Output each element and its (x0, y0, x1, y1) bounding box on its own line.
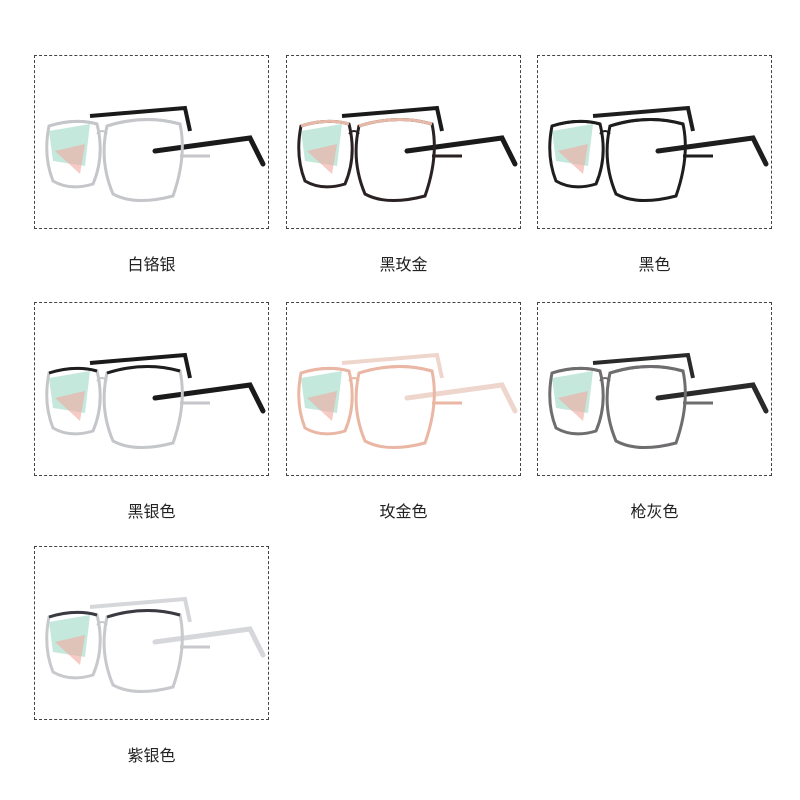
variant-label: 白铬银 (127, 255, 176, 274)
variant-image-frame[interactable] (286, 55, 521, 229)
variant-label: 黑银色 (127, 502, 176, 521)
variant-label: 黑色 (638, 255, 671, 274)
variant-image-frame[interactable] (286, 302, 521, 476)
variant-image-frame[interactable] (34, 302, 269, 476)
variant-option[interactable]: 玫金色 (286, 302, 521, 522)
glasses-image (45, 105, 266, 202)
variant-image-frame[interactable] (537, 302, 772, 476)
glasses-image (45, 596, 266, 693)
variant-label: 枪灰色 (630, 502, 679, 521)
variant-option[interactable]: 紫银色 (34, 546, 269, 766)
variant-image-frame[interactable] (34, 55, 269, 229)
variant-label: 玫金色 (379, 502, 428, 521)
glasses-image (297, 352, 518, 449)
variant-option[interactable]: 黑色 (537, 55, 772, 275)
variant-image-frame[interactable] (537, 55, 772, 229)
glasses-image (548, 105, 769, 202)
glasses-image (45, 352, 266, 449)
variant-option[interactable]: 白铬银 (34, 55, 269, 275)
variant-label: 紫银色 (127, 746, 176, 765)
variant-option[interactable]: 枪灰色 (537, 302, 772, 522)
glasses-image (548, 352, 769, 449)
variant-label: 黑玫金 (379, 255, 428, 274)
variant-option[interactable]: 黑银色 (34, 302, 269, 522)
glasses-image (297, 105, 518, 202)
variant-image-frame[interactable] (34, 546, 269, 720)
variant-option[interactable]: 黑玫金 (286, 55, 521, 275)
